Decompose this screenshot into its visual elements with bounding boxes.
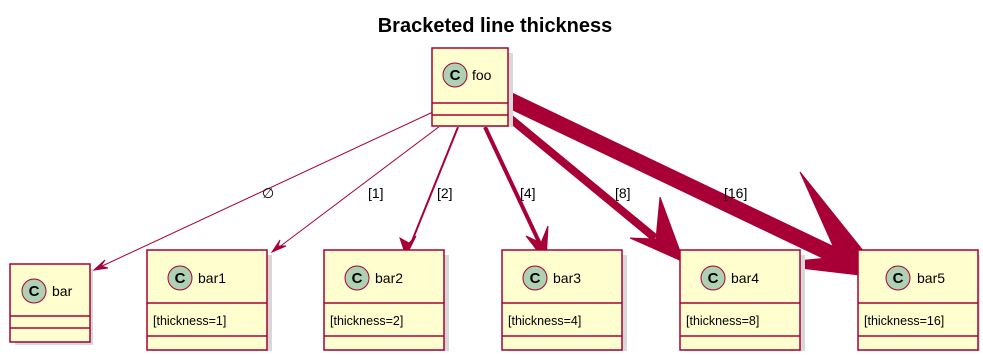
class-name: bar5 [917,270,945,286]
class-bar2[interactable]: C bar2 [thickness=2] [323,249,449,351]
diagram-title: Bracketed line thickness [378,15,613,37]
edge-foo-bar4: [8] [497,106,685,263]
class-bar4[interactable]: C bar4 [thickness=8] [679,249,805,351]
class-field: [thickness=4] [508,314,581,328]
edge-foo-bar: ∅ [92,111,434,271]
class-field: [thickness=8] [686,314,759,328]
edge-label-bar1: [1] [368,185,384,201]
class-icon: C [522,265,548,291]
class-bar1[interactable]: C bar1 [thickness=1] [146,249,272,351]
class-icon: C [442,62,468,88]
svg-text:C: C [530,270,541,287]
edge-foo-bar2: [2] [399,126,459,258]
edge-label-bar5: [16] [724,185,747,201]
class-bar3[interactable]: C bar3 [thickness=4] [501,249,627,351]
class-bar5[interactable]: C bar5 [thickness=16] [857,249,980,351]
class-icon: C [344,265,370,291]
edge-foo-bar1: [1] [270,125,441,254]
class-name: bar4 [731,270,759,286]
svg-text:C: C [29,283,40,300]
edge-foo-bar5: [16] [501,90,887,279]
svg-text:C: C [708,270,719,287]
class-icon: C [700,265,726,291]
class-field: [thickness=1] [153,314,226,328]
class-icon: C [167,265,193,291]
class-foo[interactable]: C foo [431,47,513,127]
svg-text:C: C [450,67,461,84]
edge-label-bar4: [8] [615,185,631,201]
svg-text:C: C [175,270,186,287]
edge-label-bar3: [4] [520,185,536,201]
class-name: bar [52,283,73,299]
edges: ∅ [1] [2] [4] [8] [16] [92,90,887,279]
svg-text:C: C [352,270,363,287]
class-name: bar2 [375,270,403,286]
edge-label-bar: ∅ [262,185,274,201]
class-name: bar1 [198,270,226,286]
class-name: bar3 [553,270,581,286]
class-field: [thickness=2] [330,314,403,328]
class-name: foo [472,67,492,83]
edge-label-bar2: [2] [437,185,453,201]
edge-foo-bar3: [4] [483,126,549,264]
class-bar[interactable]: C bar [9,263,93,345]
class-icon: C [885,265,911,291]
class-field: [thickness=16] [864,314,944,328]
class-icon: C [21,278,47,304]
svg-text:C: C [893,270,904,287]
